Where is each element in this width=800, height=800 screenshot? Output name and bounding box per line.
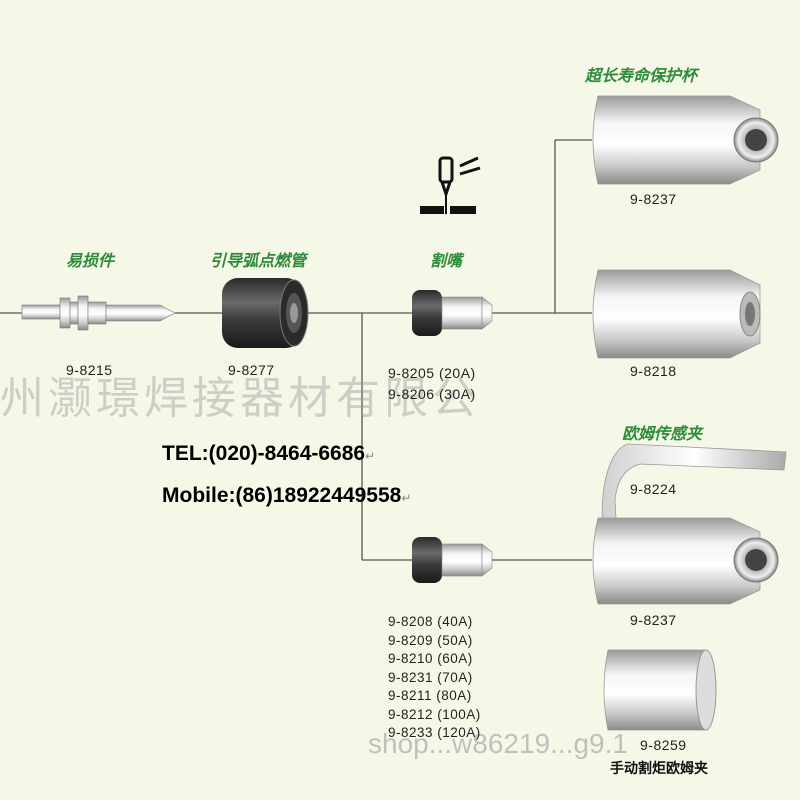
watermark-shop: shop...w86219...g9.1 (368, 728, 628, 759)
category-long-life-cup: 超长寿命保护杯 (585, 68, 698, 85)
contact-tel-text: TEL:(020)-8464-6686 (162, 442, 366, 465)
pilot-tube-part (222, 278, 309, 348)
nozzle-b-item: 9-8208 (40A) (388, 614, 473, 629)
code-cup-bottom: 9-8237 (630, 612, 677, 628)
code-manual-clip: 9-8259 (640, 737, 687, 753)
contact-mobile: Mobile:(86)18922449558↵ (162, 484, 411, 508)
category-ohm-clip: 欧姆传感夹 (622, 426, 703, 443)
nozzle-b-item: 9-8233 (120A) (388, 725, 481, 740)
cup-top-part (592, 95, 779, 185)
category-nozzle: 割嘴 (430, 253, 463, 270)
code-pilot: 9-8277 (228, 362, 275, 378)
category-manual-ohm-clip: 手动割炬欧姆夹 (610, 760, 708, 776)
nozzle-b-item: 9-8231 (70A) (388, 669, 473, 685)
code-electrode: 9-8215 (66, 362, 113, 378)
enter-mark-icon: ↵ (365, 449, 376, 463)
code-cup-mid: 9-8218 (630, 363, 677, 379)
cup-bottom-part (592, 517, 779, 605)
contact-tel: TEL:(020)-8464-6686↵ (162, 442, 375, 466)
contact-mobile-text: Mobile:(86)18922449558 (162, 484, 402, 507)
nozzle-a-part (412, 290, 493, 336)
watermark-company: 州灏璟焊接器材有限公 (0, 374, 480, 423)
electrode-part (21, 295, 176, 331)
category-pilot-tube: 引导弧点燃管 (210, 253, 307, 270)
nozzle-b-item: 9-8212 (100A) (388, 706, 481, 722)
cup-mid-part (592, 269, 761, 359)
nozzle-b-part (412, 537, 493, 583)
enter-mark-icon: ↵ (401, 491, 412, 505)
torch-icon (420, 156, 481, 214)
category-consumable: 易损件 (66, 253, 115, 270)
code-clip: 9-8224 (630, 481, 677, 497)
nozzle-b-item: 9-8211 (80A) (388, 688, 472, 703)
connector-lines (0, 139, 592, 561)
nozzle-b-list: 9-8208 (40A) 9-8209 (50A) 9-8210 (60A) 9… (388, 613, 481, 743)
nozzle-b-item: 9-8210 (60A) (388, 651, 473, 666)
code-nozzle-a2: 9-8206 (30A) (388, 386, 476, 402)
code-nozzle-a1: 9-8205 (20A) (388, 365, 476, 381)
manual-clip-part (603, 649, 717, 731)
code-cup-top: 9-8237 (630, 191, 677, 207)
nozzle-b-item: 9-8209 (50A) (388, 632, 473, 648)
